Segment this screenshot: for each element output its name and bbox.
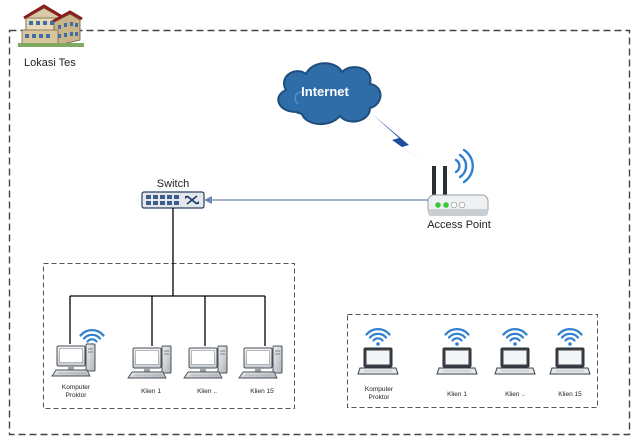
cloud-label: Internet	[301, 84, 349, 99]
location-label: Lokasi Tes	[24, 57, 76, 69]
wifi-icon	[557, 328, 583, 347]
client-computer-icon	[183, 345, 228, 379]
proctor-laptop-icon	[357, 347, 399, 375]
wireless-client-label: Klien 1	[447, 391, 467, 398]
link-arrowhead	[204, 196, 212, 204]
building-icon	[18, 4, 84, 47]
wireless-client-group	[347, 314, 598, 408]
wired-client-label: Klien ..	[197, 388, 217, 395]
client-laptop-icon	[436, 347, 478, 375]
wireless-client-label: Klien ..	[505, 391, 525, 398]
wifi-icon	[365, 328, 391, 347]
test-location-boundary	[8, 29, 631, 436]
wired-client-label: Klien 15	[250, 388, 274, 395]
proctor-computer-icon	[51, 343, 96, 377]
client-laptop-icon	[549, 347, 591, 375]
wired-links	[69, 208, 266, 346]
wireless-link-lightning	[372, 114, 430, 167]
client-computer-icon	[127, 345, 172, 379]
client-laptop-icon	[494, 347, 536, 375]
wired-proctor-label-line2: Proktor	[66, 392, 88, 399]
client-computer-icon	[238, 345, 283, 379]
wireless-router-icon	[427, 148, 489, 216]
wired-client-group	[43, 263, 295, 409]
cloud-icon	[277, 62, 382, 125]
wireless-proctor-label-line1: Komputer	[365, 386, 394, 393]
wired-client-label: Klien 1	[141, 388, 161, 395]
access-point-label: Access Point	[427, 219, 491, 231]
switch-label: Switch	[157, 178, 189, 190]
network-switch-icon	[141, 191, 205, 209]
wifi-icon	[502, 328, 528, 347]
wired-proctor-label-line1: Komputer	[62, 384, 91, 391]
wifi-icon	[444, 328, 470, 347]
wireless-client-label: Klien 15	[558, 391, 582, 398]
wireless-proctor-label-line2: Proktor	[369, 394, 391, 401]
